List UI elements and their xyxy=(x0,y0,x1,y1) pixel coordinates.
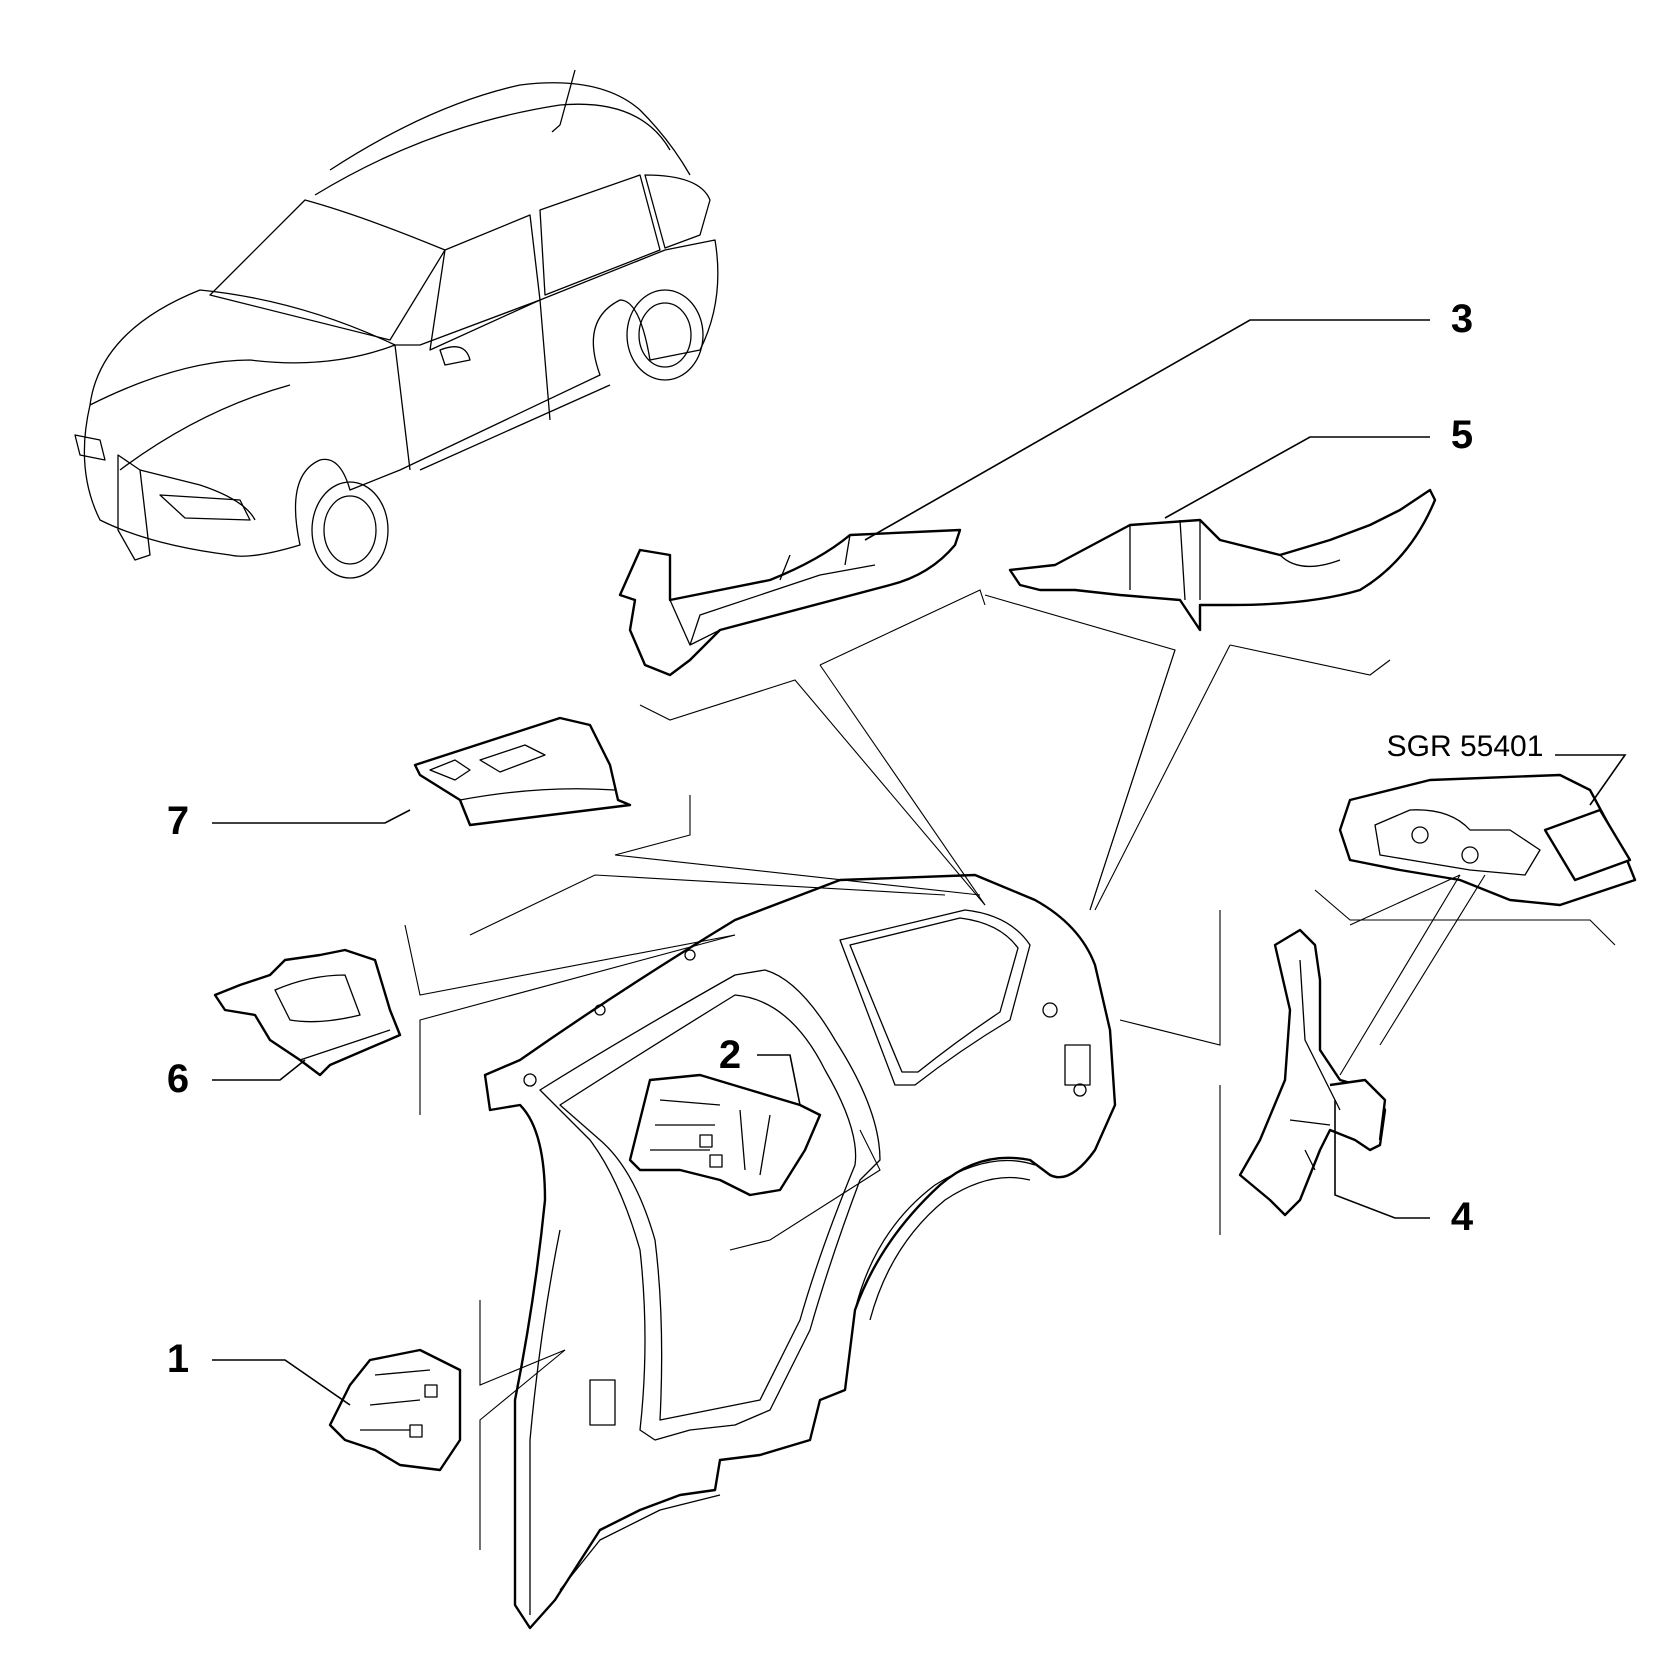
callout-5: 5 xyxy=(1451,413,1473,457)
part-3-panel xyxy=(618,528,962,677)
vehicle-overview-icon xyxy=(74,69,719,579)
assembly-guide-lines xyxy=(404,589,1616,1550)
callout-3: 3 xyxy=(1451,297,1473,341)
callout-4: 4 xyxy=(1451,1195,1474,1239)
part-6-panel xyxy=(213,948,402,1077)
part-7-panel xyxy=(413,716,632,827)
body-side-panel xyxy=(483,873,1117,1630)
sgr-reference-part xyxy=(1338,773,1637,907)
callout-6: 6 xyxy=(167,1057,189,1101)
part-1-panel xyxy=(328,1348,462,1472)
callout-1: 1 xyxy=(167,1337,189,1381)
callout-2: 2 xyxy=(719,1033,741,1077)
callout-7: 7 xyxy=(167,799,189,843)
part-5-panel xyxy=(1008,488,1437,632)
callout-leaders xyxy=(212,319,1627,1406)
part-2-panel xyxy=(628,1073,822,1197)
reference-code-label: SGR 55401 xyxy=(1387,730,1544,763)
part-4-panel xyxy=(1238,928,1387,1217)
